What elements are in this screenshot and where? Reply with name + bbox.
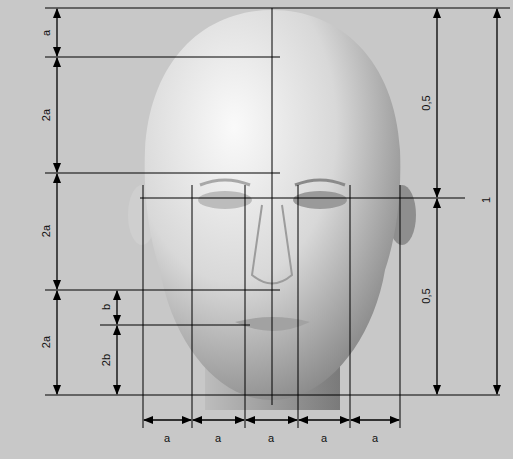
- dimension-label: 2a: [41, 109, 52, 121]
- brow: [200, 180, 250, 185]
- guide-line: [140, 198, 465, 199]
- guide-line: [45, 8, 510, 9]
- guide-line: [245, 185, 246, 428]
- eye: [198, 191, 252, 209]
- dimension-label: a: [268, 433, 274, 444]
- dimension-label: 0,5: [421, 288, 432, 303]
- dimension-label: 2b: [101, 354, 112, 366]
- dimension-arrow: [56, 174, 57, 289]
- guide-line: [143, 185, 144, 428]
- dimension-arrow: [436, 9, 437, 197]
- dimension-arrow: [56, 9, 57, 56]
- dimension-label: a: [372, 433, 378, 444]
- dimension-arrow: [56, 58, 57, 172]
- guide-line: [298, 185, 299, 428]
- dimension-label: 0,5: [421, 95, 432, 110]
- eye: [293, 191, 347, 209]
- dimension-label: 2a: [41, 225, 52, 237]
- dimension-label: 1: [481, 197, 492, 203]
- dimension-arrow: [436, 199, 437, 394]
- dimension-arrow: [116, 326, 117, 394]
- dimension-label: b: [101, 304, 112, 310]
- dimension-arrow: [144, 419, 191, 420]
- dimension-label: a: [164, 433, 170, 444]
- dimension-arrow: [299, 419, 349, 420]
- dimension-arrows: [57, 9, 497, 420]
- guide-line: [400, 185, 401, 428]
- dimension-label: a: [41, 30, 52, 36]
- dimension-label: a: [215, 433, 221, 444]
- guide-line: [192, 185, 193, 428]
- center-line: [272, 8, 273, 405]
- guide-line: [350, 185, 351, 428]
- dimension-arrow: [193, 419, 244, 420]
- dimension-arrow: [351, 419, 399, 420]
- guide-line: [45, 57, 280, 58]
- dimension-label: 2a: [41, 336, 52, 348]
- guide-lines: [45, 8, 510, 428]
- dimension-arrow: [116, 291, 117, 324]
- dimension-arrow: [246, 419, 297, 420]
- guide-line: [100, 325, 250, 326]
- dimension-arrow: [56, 291, 57, 394]
- guide-line: [45, 173, 280, 174]
- dimension-arrow: [496, 9, 497, 394]
- dimension-label: a: [321, 433, 327, 444]
- brow: [295, 180, 345, 185]
